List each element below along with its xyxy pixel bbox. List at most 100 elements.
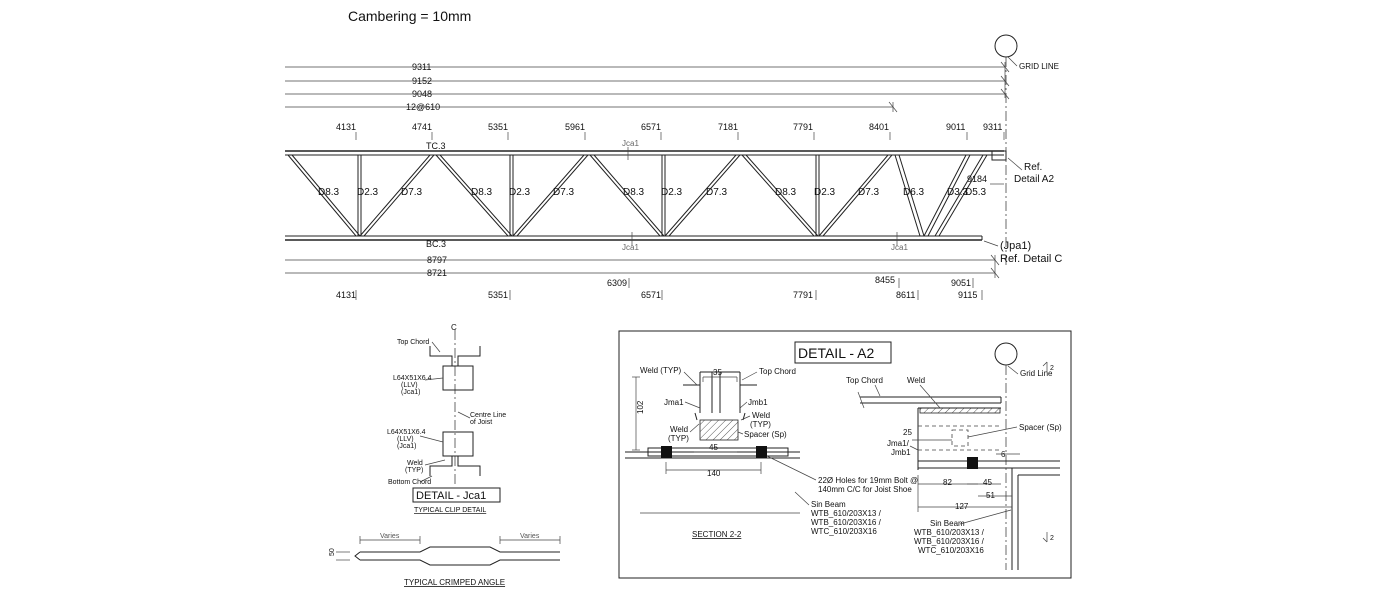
- web-label-d3-3: D3.3: [947, 187, 969, 198]
- web-label-d2-3-b: D2.3: [509, 187, 531, 198]
- sec-jma1: Jma1: [664, 398, 684, 407]
- sec-weld-l-2: (TYP): [668, 434, 689, 443]
- a2-dim-45: 45: [983, 478, 992, 487]
- tc-mark-5961: 5961: [565, 122, 585, 132]
- web-label-d8-3-d: D8.3: [775, 187, 797, 198]
- jca1-bottom-a: Jca1: [622, 243, 639, 252]
- a2-grid-line: Grid Line: [1020, 369, 1053, 378]
- sec-sin-beam-1: Sin Beam: [811, 500, 846, 509]
- a2-top-chord: Top Chord: [846, 376, 883, 385]
- sec-sin-beam-2: WTB_610/203X13 /: [811, 509, 882, 518]
- a2-jma-jmb-2: Jmb1: [891, 448, 911, 457]
- dim-9048: 9048: [412, 89, 432, 99]
- bc-mark-9051: 9051: [951, 278, 971, 288]
- sec-top-chord: Top Chord: [759, 367, 796, 376]
- jca-angle-bot-3: (Jca1): [397, 443, 416, 450]
- detail-a2-title: DETAIL - A2: [798, 345, 874, 361]
- jca-weld-2: (TYP): [405, 467, 423, 474]
- jca-angle-top-1: L64X51X6.4: [393, 375, 432, 382]
- top-chord: [285, 150, 1007, 161]
- a2-grid-bubble: [994, 342, 1018, 366]
- detail-a2-frame: [618, 330, 1072, 579]
- bottom-dimension-lines: [285, 254, 1000, 279]
- bc-mark-6309: 6309: [607, 278, 627, 288]
- centerline-symbol: C: [451, 323, 457, 332]
- sec-dim-140: 140: [707, 469, 721, 478]
- jca-angle-bot-2: (LLV): [397, 436, 414, 443]
- sec-holes-2: 140mm C/C for Joist Shoe: [818, 485, 912, 494]
- jca1-top: Jca1: [622, 139, 639, 148]
- crimped-angle: Varies Varies 50 TYPICAL CRIMPED ANGLE: [329, 533, 561, 587]
- top-dimension-lines: [285, 61, 1010, 113]
- bottom-chord: [285, 235, 983, 241]
- jca-angle-top-3: (Jca1): [401, 389, 420, 396]
- sec-dim-45: 45: [709, 443, 718, 452]
- jca-subtitle: TYPICAL CLIP DETAIL: [414, 507, 486, 514]
- section-2-2: 35 102 45 140 Weld (TYP) Top Cho: [625, 366, 918, 539]
- grid-line-bubble: [994, 34, 1018, 58]
- dim-8797: 8797: [427, 255, 447, 265]
- sec-spacer: [699, 419, 739, 441]
- bc-mark-4131: 4131: [336, 290, 356, 300]
- tc-mark-7181: 7181: [718, 122, 738, 132]
- a2-dim-6: 6: [1001, 450, 1006, 459]
- web-label-d7-3-d: D7.3: [858, 187, 880, 198]
- a2-sin-beam-3: WTB_610/203X16 /: [914, 537, 985, 546]
- bc-label: BC.3: [426, 239, 446, 249]
- dim-9311-top: 9311: [412, 62, 431, 72]
- sec-weld-r-2: (TYP): [750, 420, 771, 429]
- a2-spacer-label: Spacer (Sp): [1019, 423, 1062, 432]
- tc-mark-9011: 9011: [946, 122, 965, 132]
- a2-dim-25: 25: [903, 428, 912, 437]
- detail-a2-title-box: [794, 341, 892, 364]
- jca-angle-top-2: (LLV): [401, 382, 418, 389]
- crimp-dim-50: 50: [329, 548, 336, 556]
- cambering-note: Cambering = 10mm: [348, 8, 471, 24]
- a2-sin-beam-2: WTB_610/203X13 /: [914, 528, 985, 537]
- jca-top-chord: Top Chord: [397, 339, 429, 346]
- dim-9184: 9184: [967, 174, 987, 184]
- a2-jma-jmb-1: Jma1/: [887, 439, 910, 448]
- sec-sin-beam-4: WTC_610/203X16: [811, 527, 877, 536]
- detail-jca1: C Top Chord L64X51X6.4 (LLV) (Jca1) Cent…: [387, 323, 506, 514]
- dim-9152: 9152: [412, 76, 432, 86]
- tc-mark-4131: 4131: [336, 122, 356, 132]
- sec-weld-typ: Weld (TYP): [640, 366, 682, 375]
- a2-dim-82: 82: [943, 478, 952, 487]
- a2-weld-label: Weld: [907, 376, 925, 385]
- tc-mark-7791: 7791: [793, 122, 813, 132]
- web-members: [287, 154, 988, 237]
- a2-elevation: Grid Line Top Chord Weld 25 Spacer (Sp): [846, 342, 1062, 570]
- web-label-d2-3-d: D2.3: [814, 187, 836, 198]
- sec-weld-r-1: Weld: [752, 411, 770, 420]
- sec-weld-l-1: Weld: [670, 425, 688, 434]
- jca-angle-bot-1: L64X51X6.4: [387, 429, 426, 436]
- ref-c-line1: (Jpa1): [1000, 240, 1031, 252]
- ref-c-line2: Ref. Detail C: [1000, 253, 1062, 265]
- sec-title: SECTION 2-2: [692, 530, 742, 539]
- ref-a2-line2: Detail A2: [1014, 174, 1054, 185]
- truss-elevation: 9311 9152 9048 12@610 GRID LINE 4131 474…: [285, 34, 1062, 300]
- sec-spacer-label: Spacer (Sp): [744, 430, 787, 439]
- web-label-d7-3-a: D7.3: [401, 187, 423, 198]
- a2-sin-beam-4: WTC_610/203X16: [918, 546, 984, 555]
- a2-dim-127: 127: [955, 502, 969, 511]
- a2-weld: [919, 407, 1001, 414]
- web-label-d7-3-b: D7.3: [553, 187, 575, 198]
- web-label-d8-3-a: D8.3: [318, 187, 340, 198]
- tc-label: TC.3: [426, 141, 446, 151]
- jca-bottom-chord: Bottom Chord: [388, 479, 431, 486]
- a2-sin-beam-1: Sin Beam: [930, 519, 965, 528]
- tc-mark-6571: 6571: [641, 122, 661, 132]
- bc-mark-6571: 6571: [641, 290, 661, 300]
- tc-mark-4741: 4741: [412, 122, 432, 132]
- web-label-d5-3: D5.3: [965, 187, 987, 198]
- web-label-d2-3-a: D2.3: [357, 187, 379, 198]
- jca1-bottom-b: Jca1: [891, 243, 908, 252]
- web-label-d8-3-b: D8.3: [471, 187, 493, 198]
- web-label-d2-3-c: D2.3: [661, 187, 683, 198]
- bc-mark-7791: 7791: [793, 290, 813, 300]
- dim-12-at-610: 12@610: [406, 102, 440, 112]
- sec-sin-beam-3: WTB_610/203X16 /: [811, 518, 882, 527]
- a2-dim-51: 51: [986, 491, 995, 500]
